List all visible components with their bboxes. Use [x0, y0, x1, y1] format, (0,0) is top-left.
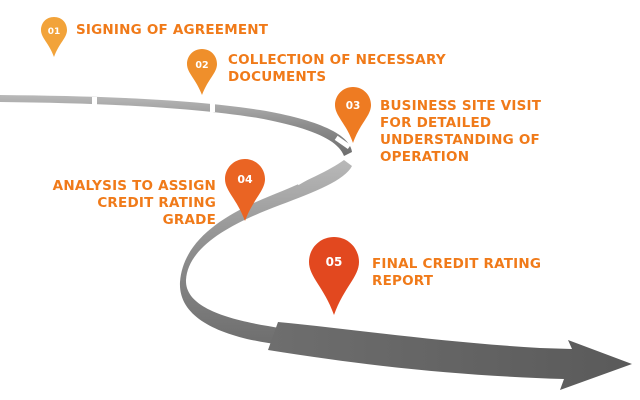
step-2-label: COLLECTION OF NECESSARY DOCUMENTS [228, 52, 446, 86]
step-1-number: 01 [48, 27, 61, 37]
road-segment-far [0, 95, 352, 156]
step-4-line-2: CREDIT RATING [97, 195, 216, 211]
step-1-pin: 01 [40, 16, 68, 58]
step-3-line-1: BUSINESS SITE VISIT [380, 98, 542, 114]
step-4-label: ANALYSIS TO ASSIGN CREDIT RATING GRADE [40, 178, 216, 229]
step-3-pin: 03 [334, 86, 372, 144]
step-3-line-2: FOR DETAILED [380, 115, 492, 131]
step-4-line-1: ANALYSIS TO ASSIGN [52, 178, 216, 194]
road-segment-final [268, 322, 632, 390]
step-5-line-1: FINAL CREDIT RATING [372, 256, 542, 272]
step-5-pin: 05 [308, 236, 360, 316]
map-pin-icon [187, 49, 217, 95]
step-4-pin: 04 [224, 158, 266, 222]
map-pin-icon [335, 87, 371, 143]
step-1-label: SIGNING OF AGREEMENT [76, 22, 268, 39]
step-5-number: 05 [326, 255, 343, 269]
step-1-line-1: SIGNING OF AGREEMENT [76, 22, 269, 38]
road-segment-middle [179, 160, 352, 345]
map-pin-icon [41, 17, 67, 57]
step-4-line-3: GRADE [162, 212, 216, 228]
step-5-line-2: REPORT [372, 273, 434, 289]
step-2-pin: 02 [186, 48, 218, 96]
step-2-number: 02 [195, 60, 208, 71]
step-2-line-1: COLLECTION OF NECESSARY [228, 52, 446, 68]
step-3-number: 03 [346, 100, 361, 112]
map-pin-icon [309, 237, 359, 315]
step-4-number: 04 [237, 173, 253, 186]
step-5-label: FINAL CREDIT RATING REPORT [372, 256, 541, 290]
step-3-line-4: OPERATION [380, 149, 470, 165]
step-3-line-3: UNDERSTANDING OF [380, 132, 540, 148]
step-2-line-2: DOCUMENTS [228, 69, 327, 85]
step-3-label: BUSINESS SITE VISIT FOR DETAILED UNDERST… [380, 98, 541, 166]
map-pin-icon [225, 159, 265, 221]
